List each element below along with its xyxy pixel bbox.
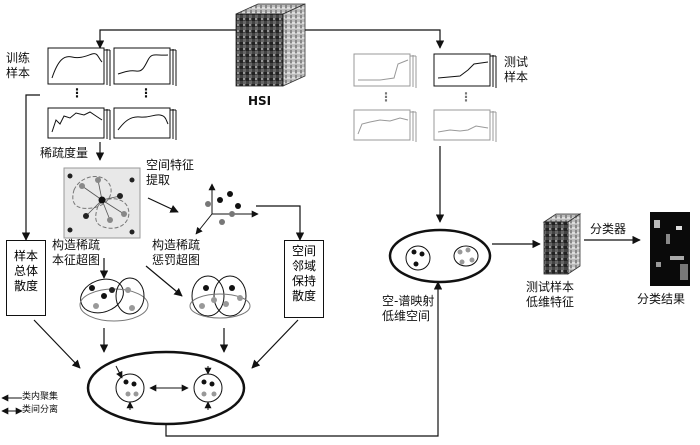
test-spectra xyxy=(353,53,497,142)
sparsity-label: 稀疏度量 xyxy=(40,146,89,160)
spectrum-panel xyxy=(47,47,111,86)
spatial-neighbor-box: 空间 邻域 保持 散度 xyxy=(284,240,324,318)
sparse-intrinsic-label: 构造稀疏 本征超图 xyxy=(52,238,100,268)
train-spectra xyxy=(47,47,177,140)
test-label: 测试 样本 xyxy=(504,55,528,85)
classifier-label: 分类器 xyxy=(590,222,627,236)
test-lowdim-label: 测试样本 低维特征 xyxy=(526,280,574,310)
objective-ellipse xyxy=(86,350,246,426)
train-label: 训练 样本 xyxy=(6,51,30,81)
sparse-to-spatial-arrow xyxy=(147,197,179,213)
space-label-line: 空-谱映射 xyxy=(382,294,435,308)
spectral-space-label: 空-谱映射 低维空间 xyxy=(382,294,434,324)
neighbor-to-bottom-arrow xyxy=(251,319,299,369)
legend-intra-label: 类内聚集 xyxy=(22,392,59,402)
penalty-label-line: 构造稀疏 xyxy=(152,238,201,252)
ellipsis-mark: ⋮ xyxy=(140,86,152,100)
ellipsis-mark: ⋮ xyxy=(380,90,392,104)
spectrum-panel xyxy=(353,109,417,142)
spatial-feature-label: 空间特征 提取 xyxy=(146,158,194,188)
spectrum-panel xyxy=(433,53,497,88)
lowdim-label-line: 低维特征 xyxy=(526,295,575,309)
ellipsis-mark: ⋮ xyxy=(460,90,472,104)
spatial-to-neighbor-arrow xyxy=(256,205,305,241)
intrinsic-label-line: 构造稀疏 xyxy=(52,238,101,252)
spectrum-panel xyxy=(353,53,417,88)
neighbor-box-line: 邻域 xyxy=(291,259,316,273)
spectrum-panel xyxy=(113,107,177,140)
lowdim-cube-icon xyxy=(542,213,582,275)
scatter-box-line: 样本 xyxy=(13,249,38,263)
scatter-to-bottom-arrow xyxy=(33,319,81,369)
bottom-to-space-arrow xyxy=(165,281,443,437)
scatter-box-line: 散度 xyxy=(13,279,38,293)
sparse-graph xyxy=(63,167,141,239)
lowdim-label-line: 测试样本 xyxy=(526,280,575,294)
train-to-scatter-arrow xyxy=(21,94,40,241)
neighbor-box-line: 空间 xyxy=(291,244,316,258)
intrinsic-label-line: 本征超图 xyxy=(52,253,101,267)
cube-to-test-arrow xyxy=(305,29,445,49)
result-map-icon xyxy=(650,212,690,286)
sparse-penalty-label: 构造稀疏 惩罚超图 xyxy=(152,238,200,268)
spatial-feature-line: 提取 xyxy=(146,173,171,187)
scatter-box-line: 总体 xyxy=(13,264,38,278)
result-label: 分类结果 xyxy=(637,292,686,306)
test-label-line: 样本 xyxy=(504,70,529,84)
spectral-space-ellipse xyxy=(388,228,492,284)
sample-scatter-box: 样本 总体 散度 xyxy=(6,240,46,316)
spectrum-panel xyxy=(47,107,111,140)
intrinsic-hypergraph xyxy=(79,277,149,322)
spatial-scatter-plot xyxy=(195,183,259,235)
train-label-line: 样本 xyxy=(6,66,31,80)
penalty-label-line: 惩罚超图 xyxy=(152,253,201,267)
hsi-cube-icon xyxy=(235,3,306,87)
ellipsis-mark: ⋮ xyxy=(71,86,83,100)
spectrum-panel xyxy=(113,47,177,86)
hsi-label: HSI xyxy=(248,94,272,108)
space-label-line: 低维空间 xyxy=(382,309,431,323)
test-label-line: 测试 xyxy=(504,55,529,69)
neighbor-box-line: 散度 xyxy=(291,289,316,303)
cube-to-train-arrow xyxy=(95,29,236,49)
penalty-hypergraph xyxy=(189,275,251,319)
neighbor-box-line: 保持 xyxy=(291,274,316,288)
train-label-line: 训练 xyxy=(6,51,31,65)
to-penalty-arrow xyxy=(145,265,183,297)
spatial-feature-line: 空间特征 xyxy=(146,158,195,172)
spectrum-panel xyxy=(433,109,497,142)
legend-inter-label: 类间分离 xyxy=(22,405,59,415)
